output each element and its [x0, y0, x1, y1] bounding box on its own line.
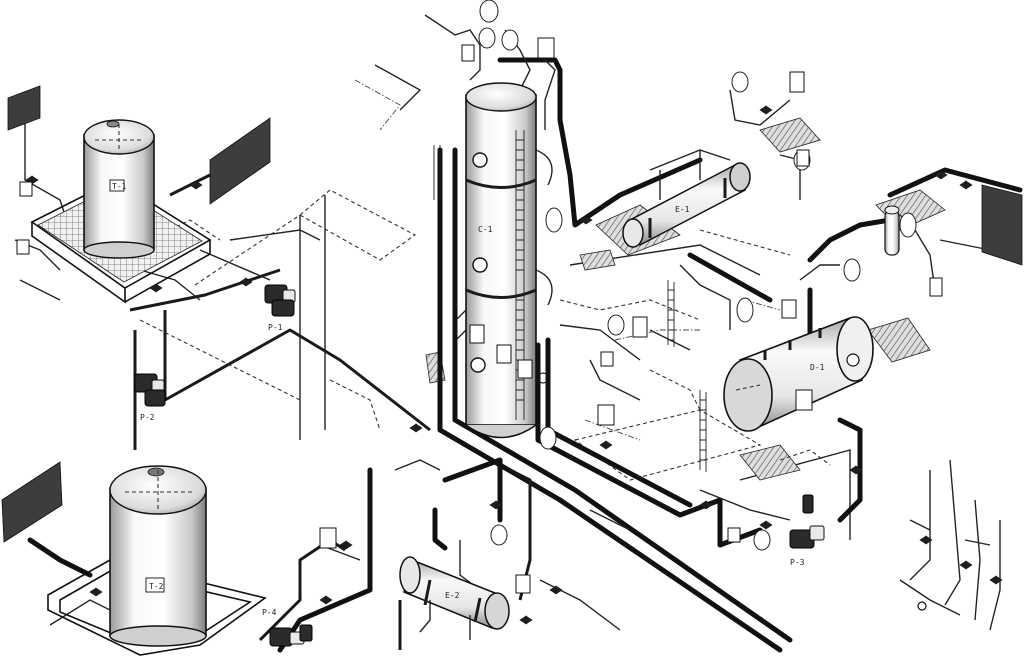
valve-icon — [579, 215, 593, 225]
column-tag: C-1 — [478, 225, 493, 234]
instrument-bubble-icon — [545, 207, 563, 233]
instrument-bubble-icon — [501, 29, 519, 51]
instrument-bubble-icon — [490, 524, 508, 546]
dark-label-plate-1 — [7, 85, 41, 131]
valve-icon — [239, 277, 253, 287]
valves — [25, 105, 1003, 625]
valve-icon — [959, 180, 973, 190]
valve-icon — [759, 520, 773, 530]
svg-text:P-4: P-4 — [262, 608, 277, 617]
valve-icon — [339, 540, 353, 550]
valve-icon — [519, 615, 533, 625]
dark-label-plate-3 — [1, 461, 63, 543]
valve-icon — [849, 465, 863, 475]
valve-icon — [319, 595, 333, 605]
svg-text:P-3: P-3 — [790, 558, 805, 567]
instrument-bubble-icon — [478, 27, 496, 49]
valve-icon — [599, 440, 613, 450]
valve-icon — [149, 283, 163, 293]
heat-exchanger-upper[interactable]: E-1 — [622, 150, 751, 248]
distillation-column[interactable]: C-1 — [455, 82, 553, 439]
tank-lower[interactable]: T-2 — [47, 465, 267, 656]
pump-4[interactable]: P-4 — [262, 608, 313, 647]
tank-upper[interactable]: T-1 — [30, 119, 212, 304]
valve-icon — [959, 560, 973, 570]
instrument-bubble-icon — [843, 258, 861, 282]
valve-icon — [934, 170, 948, 180]
pump-2[interactable]: P-2 — [134, 373, 166, 422]
svg-text:P-1: P-1 — [268, 323, 283, 332]
heat-exchanger-lower[interactable]: E-2 — [399, 556, 510, 640]
structure-outlines — [139, 189, 851, 540]
pump-1[interactable]: P-1 — [264, 284, 296, 332]
instrument-bubble-icon — [607, 314, 625, 336]
valve-icon — [189, 180, 203, 190]
valve-icon — [699, 500, 713, 510]
pump-3[interactable]: P-3 — [789, 494, 825, 567]
tank-lower-tag: T-2 — [149, 582, 164, 591]
small-vertical-vessel[interactable] — [884, 205, 900, 256]
instrument-bubble-icon — [753, 529, 771, 551]
drum-tag: D-1 — [810, 363, 825, 372]
instrument-boxes — [16, 37, 943, 594]
valve-icon — [919, 535, 933, 545]
valve-icon — [989, 575, 1003, 585]
valve-icon — [489, 500, 503, 510]
instrument-bubble-icon — [899, 212, 917, 238]
valve-icon — [549, 585, 563, 595]
instrument-bubble-icon — [731, 71, 749, 93]
dark-label-plate-4 — [981, 184, 1023, 266]
valve-icon — [409, 423, 423, 433]
ladders-misc — [433, 145, 927, 611]
svg-text:P-2: P-2 — [140, 413, 155, 422]
valve-icon — [759, 105, 773, 115]
instrument-bubble-icon — [539, 426, 557, 450]
instrument-bubble-icon — [479, 0, 499, 23]
exchanger-upper-tag: E-1 — [675, 205, 690, 214]
horizontal-drum[interactable]: D-1 — [723, 316, 874, 432]
exchanger-lower-tag: E-2 — [445, 591, 460, 600]
instrument-bubble-icon — [736, 297, 754, 323]
dark-label-plate-2 — [209, 117, 271, 205]
valve-icon — [89, 587, 103, 597]
tank-upper-tag: T-1 — [112, 182, 127, 191]
